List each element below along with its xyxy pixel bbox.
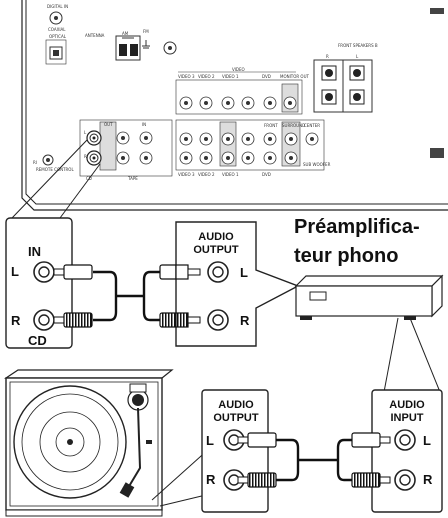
preamp-input-callout: AUDIO INPUT L R (371, 389, 443, 513)
preamp-output-callout: AUDIO OUTPUT L R (175, 221, 300, 347)
svg-text:SURROUND: SURROUND (282, 123, 305, 128)
svg-text:VIDEO 1: VIDEO 1 (222, 74, 239, 79)
plug-preamp-in-left (351, 432, 391, 448)
svg-text:IN: IN (142, 122, 146, 127)
preamp-input-right-label: R (423, 472, 433, 487)
antenna-section: ANTENNA AM FM (85, 29, 177, 61)
plug-cd-right (53, 312, 93, 328)
turntable-output-left-label: L (206, 433, 214, 448)
coaxial-label: COAXIAL (48, 27, 66, 32)
svg-text:CENTER: CENTER (304, 123, 320, 128)
plug-turntable-right (237, 472, 277, 488)
video-section: VIDEO VIDEO 3 VIDEO 2 VIDEO 1 DVD MONITO… (175, 67, 331, 177)
preamp-output-title-2: OUTPUT (193, 244, 239, 256)
tonearm (119, 383, 152, 498)
svg-text:MONITOR OUT: MONITOR OUT (280, 74, 309, 79)
cd-left-rca-jack (33, 261, 55, 283)
cd-tape-section: L R OUT IN CD TAPE (79, 119, 173, 181)
preamp-input-left-jack (394, 429, 416, 451)
plug-preamp-in-right (351, 472, 391, 488)
cd-input-callout: IN L R CD (5, 217, 73, 349)
cd-left-label: L (11, 264, 19, 279)
svg-text:R: R (326, 54, 329, 59)
preamp-output-title-1: AUDIO (198, 231, 234, 243)
svg-text:SUB WOOFER: SUB WOOFER (303, 162, 331, 167)
svg-text:L: L (84, 130, 87, 135)
antenna-label: ANTENNA (85, 33, 105, 38)
receiver-rear-panel: DIGITAL IN COAXIAL OPTICAL ANTENNA AM FM… (11, 0, 448, 219)
svg-text:VIDEO: VIDEO (232, 67, 245, 72)
preamp-output-right-jack (207, 309, 229, 331)
turntable-output-right-label: R (206, 472, 216, 487)
turntable-platter (13, 385, 127, 499)
svg-text:FRONT: FRONT (264, 123, 278, 128)
preamp-input-title-1: AUDIO (389, 399, 425, 411)
svg-text:VIDEO 3: VIDEO 3 (178, 172, 195, 177)
phono-preamp-unit (294, 274, 444, 393)
svg-text:AM: AM (122, 31, 129, 36)
digital-in-section: DIGITAL IN COAXIAL OPTICAL (45, 4, 68, 65)
svg-text:FRONT SPEAKERS B: FRONT SPEAKERS B (338, 43, 378, 48)
svg-text:VIDEO 2: VIDEO 2 (198, 74, 215, 79)
preamp-output-right-label: R (240, 313, 250, 328)
preamp-input-right-jack (394, 469, 416, 491)
ri-remote-section: RI REMOTE CONTROL (33, 154, 74, 172)
preamp-input-title-2: INPUT (391, 412, 424, 424)
svg-text:RI: RI (33, 160, 37, 165)
preamp-input-left-label: L (423, 433, 431, 448)
cd-source-label: CD (28, 333, 47, 348)
svg-text:VIDEO 3: VIDEO 3 (178, 74, 195, 79)
svg-text:FM: FM (143, 29, 149, 34)
svg-text:TAPE: TAPE (127, 176, 138, 181)
preamp-title-line1: Préamplifica- (294, 216, 420, 238)
turntable-output-title-2: OUTPUT (213, 412, 259, 424)
optical-label: OPTICAL (49, 34, 67, 39)
svg-text:VIDEO 2: VIDEO 2 (198, 172, 215, 177)
svg-text:DVD: DVD (262, 172, 271, 177)
front-speakers-b-terminals: FRONT SPEAKERS B R L (313, 43, 378, 113)
plug-cd-left (53, 264, 93, 280)
turntable-output-right-jack (223, 469, 245, 491)
svg-text:REMOTE CONTROL: REMOTE CONTROL (36, 167, 74, 172)
svg-text:R: R (84, 154, 87, 159)
turntable-output-callout: AUDIO OUTPUT L R (201, 389, 269, 513)
cd-right-label: R (11, 313, 21, 328)
svg-text:L: L (356, 54, 359, 59)
plug-turntable-left (237, 432, 277, 448)
preamp-title-line2: teur phono (294, 245, 398, 267)
preamp-output-left-label: L (240, 265, 248, 280)
cd-in-label: IN (28, 244, 41, 259)
preamp-output-left-jack (207, 261, 229, 283)
digital-in-label: DIGITAL IN (47, 4, 68, 9)
cd-right-rca-jack (33, 309, 55, 331)
cable-turntable-to-preamp (237, 432, 391, 488)
turntable (4, 369, 211, 517)
turntable-output-title-1: AUDIO (218, 399, 254, 411)
svg-text:OUT: OUT (104, 122, 113, 127)
svg-text:VIDEO 1: VIDEO 1 (222, 172, 239, 177)
svg-text:DVD: DVD (262, 74, 271, 79)
